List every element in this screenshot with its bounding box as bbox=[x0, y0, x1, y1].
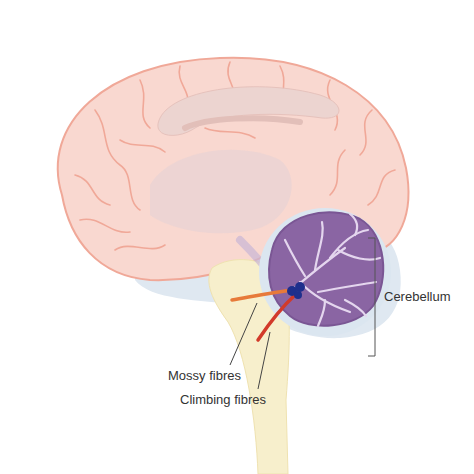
cerebellum-halo bbox=[259, 208, 391, 336]
cerebellum bbox=[269, 212, 383, 325]
region-label: Cerebellum bbox=[384, 289, 450, 305]
leader-line bbox=[258, 332, 270, 389]
corpus-callosum bbox=[158, 87, 339, 136]
thalamus bbox=[150, 150, 292, 234]
leader-line bbox=[230, 303, 257, 365]
part-label: Climbing fibres bbox=[180, 392, 266, 408]
deep-nuclei bbox=[287, 282, 305, 299]
mossy-fibre-line bbox=[232, 290, 293, 300]
arbor-vitae bbox=[285, 214, 380, 326]
part-label: Mossy fibres bbox=[168, 368, 241, 384]
climbing-fibre-line bbox=[258, 294, 296, 340]
bracket bbox=[368, 238, 375, 356]
